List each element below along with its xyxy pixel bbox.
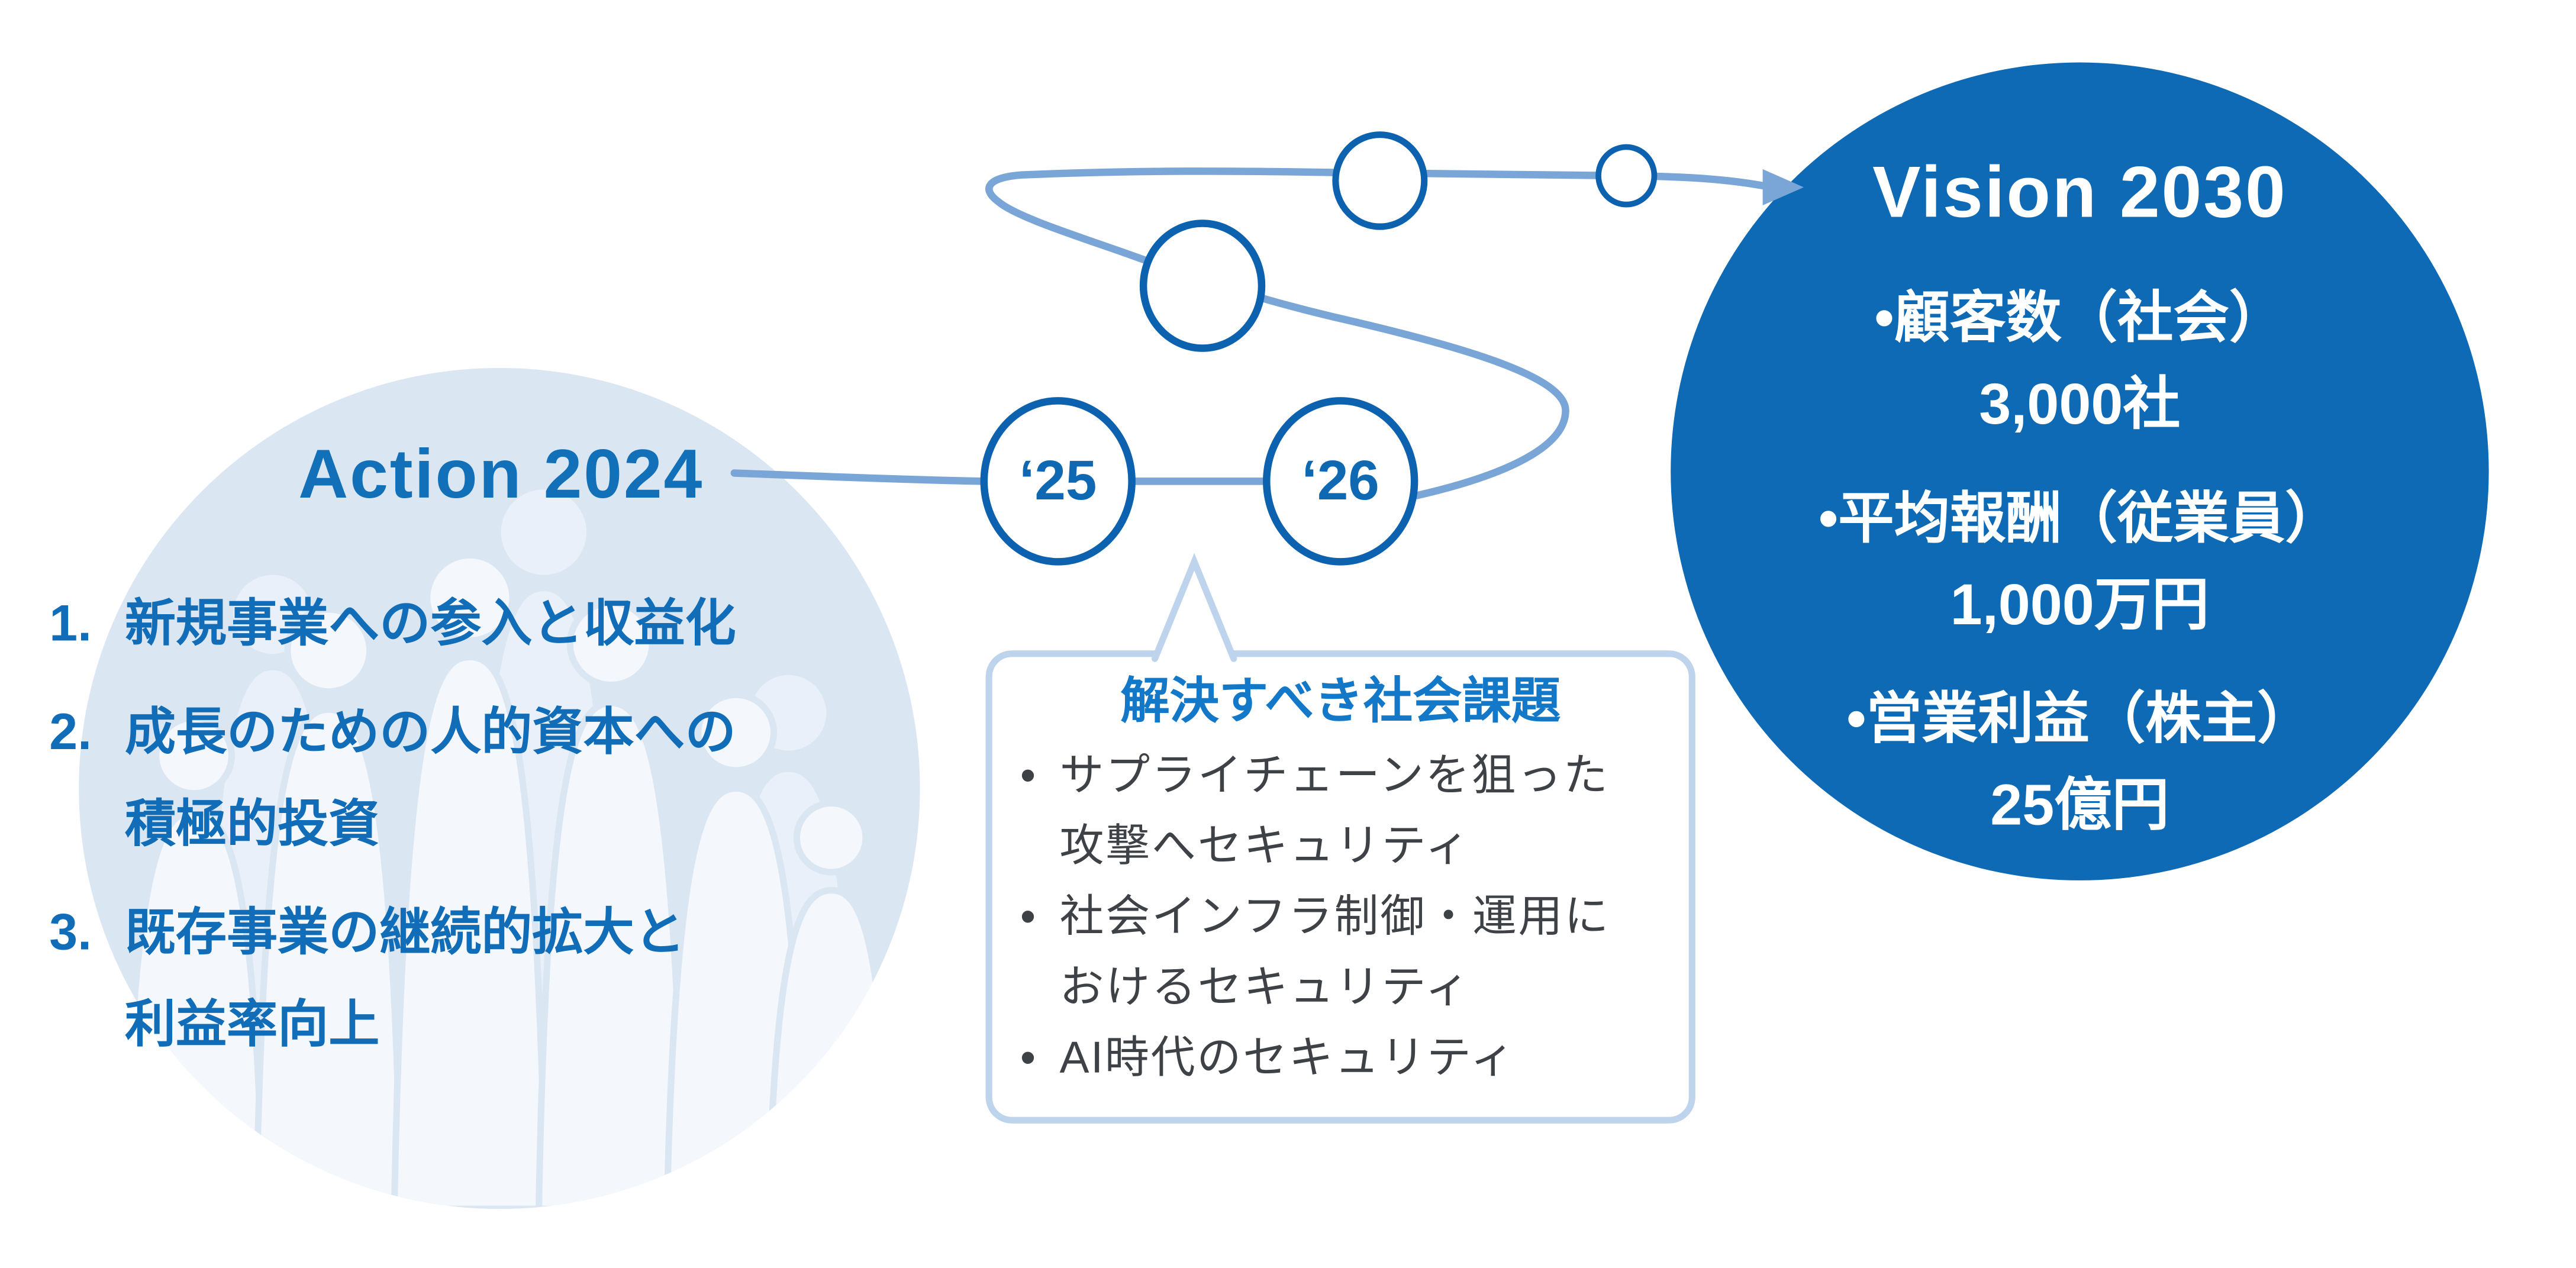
vision-goal: •平均報酬（従業員） 1,000万円	[1679, 476, 2481, 650]
item-text: 成長のための人的資本への 積極的投資	[124, 703, 736, 853]
action-list-item: 1. 新規事業への参入と収益化	[49, 578, 977, 670]
goal-label-text: 平均報酬（従業員）	[1838, 488, 2341, 550]
action-2024-circle	[79, 367, 920, 1209]
bullet-icon: •	[1020, 1033, 1037, 1083]
vision-2030-circle	[1671, 62, 2489, 880]
people-silhouettes	[121, 489, 894, 1209]
social-issues-callout	[985, 650, 1695, 1124]
action-list: 1. 新規事業への参入と収益化 2. 成長のための人的資本への 積極的投資 3.…	[49, 578, 977, 1088]
goal-value: 3,000社	[1979, 373, 2181, 437]
bullet-icon: •	[1846, 688, 1866, 751]
goal-label: •顧客数（社会）	[1679, 276, 2481, 361]
action-title: Action 2024	[298, 435, 704, 513]
bullet-icon: •	[1819, 488, 1839, 550]
bullet-text: AI時代のセキュリティ	[1059, 1033, 1516, 1083]
goal-label-text: 営業利益（株主）	[1866, 688, 2313, 751]
callout-bullet: • 社会インフラ制御・運用に おけるセキュリティ	[1020, 882, 1681, 1024]
checkpoint-circle-medium	[1139, 220, 1266, 352]
bullet-icon: •	[1020, 892, 1037, 941]
checkpoint-circle-tiny	[1595, 144, 1658, 208]
item-text: 新規事業への参入と収益化	[124, 594, 736, 653]
callout-pointer	[1151, 553, 1237, 662]
goal-label: •営業利益（株主）	[1679, 677, 2481, 762]
goal-label: •平均報酬（従業員）	[1679, 476, 2481, 562]
goal-label-text: 顧客数（社会）	[1894, 287, 2285, 350]
action-list-item: 2. 成長のための人的資本への 積極的投資	[49, 686, 977, 870]
goal-value: 25億円	[1990, 773, 2169, 838]
vision-goal: •顧客数（社会） 3,000社	[1679, 276, 2481, 450]
callout-title: 解決すべき社会課題	[1120, 675, 1561, 730]
bullet-icon: •	[1020, 750, 1037, 800]
milestone-25-label: ‘25	[1019, 450, 1097, 513]
item-number: 2.	[49, 703, 92, 761]
item-text: 既存事業の継続的拡大と 利益率向上	[124, 903, 685, 1053]
item-number: 3.	[49, 903, 92, 961]
bullet-text: 社会インフラ制御・運用に おけるセキュリティ	[1059, 892, 1611, 1012]
milestone-26-label: ‘26	[1301, 450, 1379, 513]
callout-bullet-list: • サプライチェーンを狙った 攻撃へセキュリティ • 社会インフラ制御・運用に …	[1020, 741, 1681, 1094]
action-list-item: 3. 既存事業の継続的拡大と 利益率向上	[49, 887, 977, 1071]
callout-bullet: • AI時代のセキュリティ	[1020, 1023, 1681, 1093]
vision-goal: •営業利益（株主） 25億円	[1679, 677, 2481, 851]
goal-value: 1,000万円	[1950, 573, 2210, 638]
bullet-icon: •	[1874, 287, 1894, 350]
vision-title: Vision 2030	[1872, 153, 2287, 234]
vision-content: Vision 2030 •顧客数（社会） 3,000社 •平均報酬（従業員） 1…	[1679, 151, 2481, 877]
callout-bullet: • サプライチェーンを狙った 攻撃へセキュリティ	[1020, 741, 1681, 882]
silhouette-front-row	[121, 551, 894, 1209]
item-number: 1.	[49, 594, 92, 653]
checkpoint-circle-small	[1332, 131, 1428, 230]
bullet-text: サプライチェーンを狙った 攻撃へセキュリティ	[1059, 750, 1610, 871]
